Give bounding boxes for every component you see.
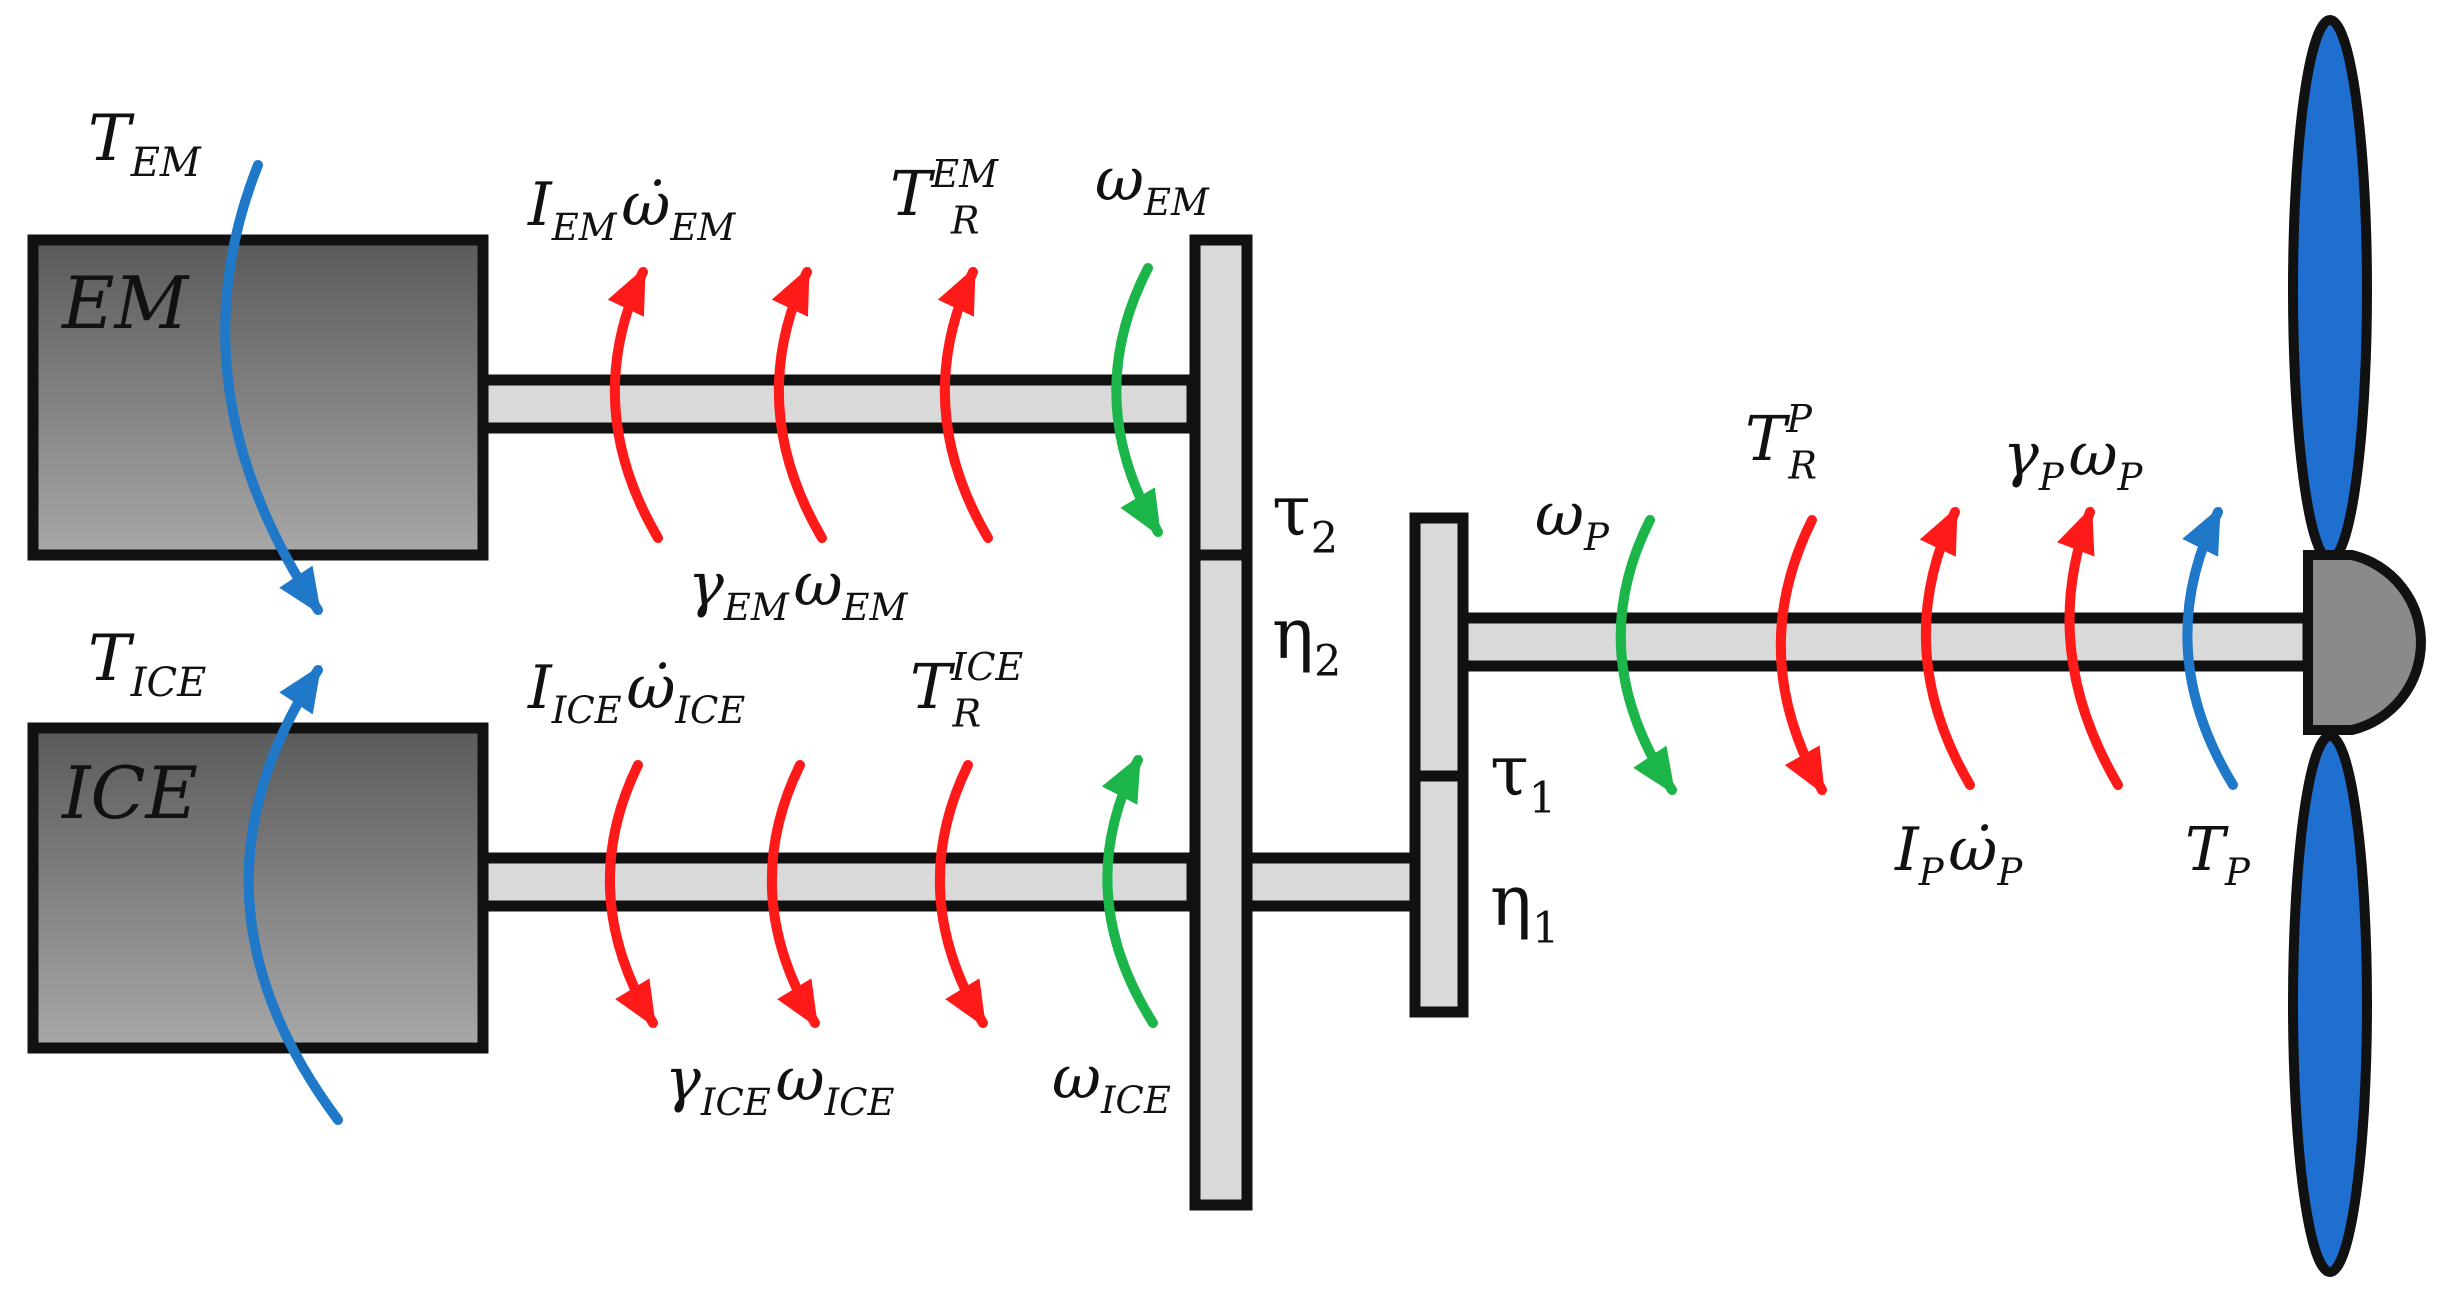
tr-ice-loss-arrow (934, 760, 988, 1029)
omega-ice-speed-arrow (1101, 754, 1158, 1028)
i-p-label: IPω̇P (1894, 815, 2023, 894)
omega-em-speed-arrow (1111, 263, 1163, 538)
omega-p-label: ωP (1535, 480, 1610, 559)
gear-2-upper (1189, 234, 1253, 561)
omega-p-speed-arrow-head (1633, 745, 1676, 795)
omega-em-speed-arrow-head (1120, 487, 1162, 538)
eta1-label: η1 (1490, 860, 1559, 954)
tau1-label: τ1 (1490, 730, 1556, 824)
propeller-blade-upper (2288, 15, 2372, 565)
gamma-p-loss-arrow-head (2057, 506, 2095, 557)
tr-em-loss-arrow-head (937, 266, 976, 317)
gamma-p-label: γPωP (2003, 420, 2144, 499)
omega-ice-label: ωICE (1052, 1043, 1171, 1122)
tau2-label: τ2 (1272, 470, 1338, 564)
i-p-loss-arrow (1919, 506, 1975, 790)
tr-p-loss-arrow-head (1784, 745, 1825, 796)
t-ice-label: TICE (88, 622, 206, 706)
gamma-ice-loss-arrow-head (777, 978, 819, 1029)
i-em-loss-arrow (607, 266, 663, 543)
gamma-ice-label: γICEωICE (665, 1045, 894, 1124)
t-ice-torque-arrow-head (279, 664, 322, 715)
omega-p-speed-arrow (1615, 515, 1677, 795)
tr-p-loss-arrow (1775, 515, 1827, 796)
propeller-shaft (1452, 612, 2314, 672)
eta2-label: η2 (1272, 593, 1341, 687)
t-em-label: TEM (88, 102, 202, 186)
em-shaft (474, 374, 1198, 434)
gamma-ice-loss-arrow (766, 760, 820, 1029)
t-p-label: TP (2185, 815, 2251, 894)
i-p-loss-arrow-head (1919, 506, 1958, 557)
ice-box: ICE (27, 722, 489, 1054)
i-em-label: IEMω̇EM (527, 170, 736, 249)
ice-box-label: ICE (60, 751, 198, 835)
i-em-loss-arrow-head (607, 266, 646, 317)
gamma-em-label: γEMωEM (688, 550, 909, 629)
i-ice-label: IICEω̇ICE (527, 653, 745, 732)
em-box-label: EM (60, 261, 191, 345)
tr-em-loss-arrow (937, 266, 993, 543)
gamma-em-loss-arrow-head (771, 266, 810, 317)
omega-ice-speed-arrow-head (1101, 754, 1141, 805)
propeller-blade-lower (2288, 731, 2372, 1277)
i-ice-loss-arrow (604, 760, 658, 1029)
gear-2-lower (1189, 549, 1253, 1211)
gamma-p-loss-arrow (2057, 506, 2123, 790)
intermediate-shaft (1234, 852, 1426, 912)
i-ice-loss-arrow-head (615, 978, 657, 1029)
t-p-torque-arrow (2182, 506, 2238, 790)
gamma-em-loss-arrow (771, 266, 827, 543)
gear-1-upper (1409, 512, 1469, 782)
t-em-torque-arrow (220, 160, 323, 615)
ice-shaft (474, 852, 1198, 912)
t-em-torque-arrow-head (279, 565, 322, 615)
gear-1-lower (1409, 770, 1469, 1018)
tr-ice-loss-arrow-head (945, 978, 987, 1029)
propeller-hub (2303, 550, 2426, 735)
t-ice-torque-arrow (243, 664, 343, 1125)
propeller (2288, 15, 2426, 1277)
omega-em-label: ωEM (1095, 145, 1210, 224)
t-p-torque-arrow-head (2182, 506, 2221, 557)
